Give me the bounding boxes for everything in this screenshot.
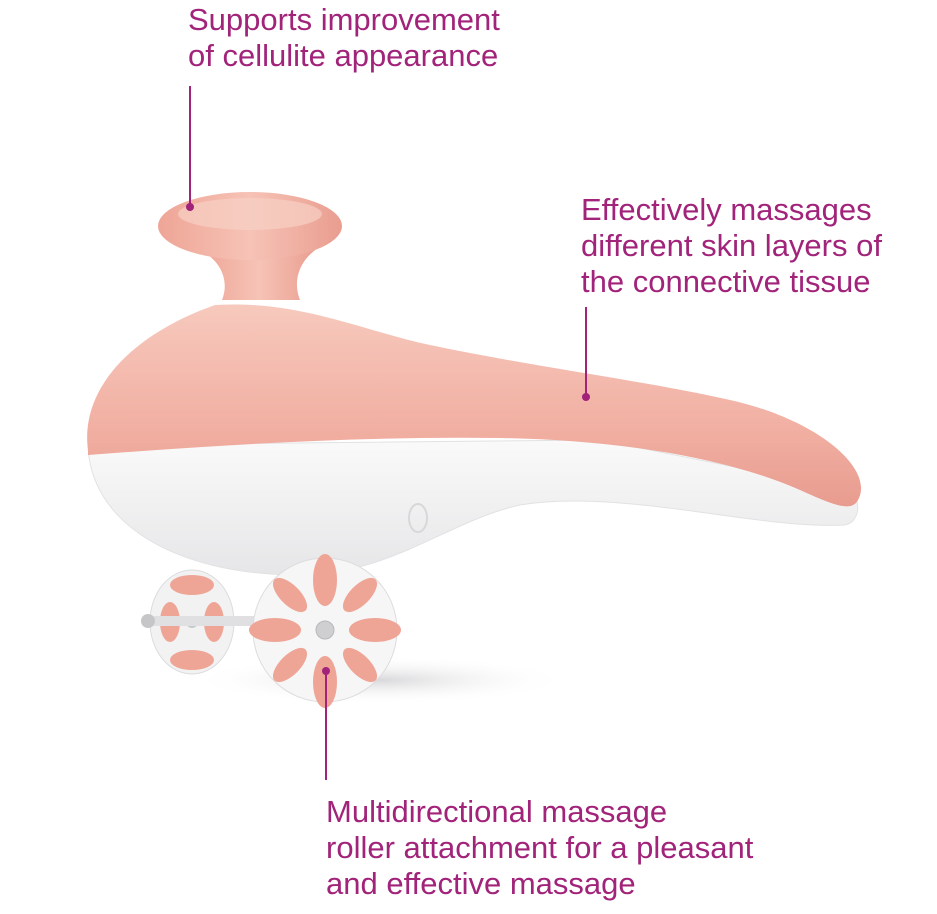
callout-skin-layers-line-2: different skin layers of [581,228,882,263]
body-pink-shell [87,304,862,507]
power-button-icon [408,503,428,533]
leader-line-right [585,307,587,397]
callout-cellulite-line-2: of cellulite appearance [188,38,499,73]
callout-skin-layers: Effectively massages different skin laye… [581,192,882,300]
axle-cap [141,614,155,628]
callout-roller: Multidirectional massage roller attachme… [326,794,753,902]
callout-roller-line-2: roller attachment for a pleasant [326,830,754,865]
leader-line-bottom [325,672,327,780]
leader-dot-right [582,393,590,401]
knob-neck [200,248,318,300]
body-white-base [87,439,859,576]
callout-skin-layers-line-3: the connective tissue [581,264,871,299]
leader-line-top [189,86,191,206]
roller-right [249,554,401,708]
callout-roller-line-1: Multidirectional massage [326,794,668,829]
callout-skin-layers-line-1: Effectively massages [581,192,872,227]
callout-cellulite-line-1: Supports improvement [188,2,500,37]
callout-roller-line-3: and effective massage [326,866,636,901]
callout-cellulite: Supports improvement of cellulite appear… [188,2,500,74]
leader-dot-bottom [322,667,330,675]
knob-highlight [178,198,322,230]
leader-dot-top [186,203,194,211]
